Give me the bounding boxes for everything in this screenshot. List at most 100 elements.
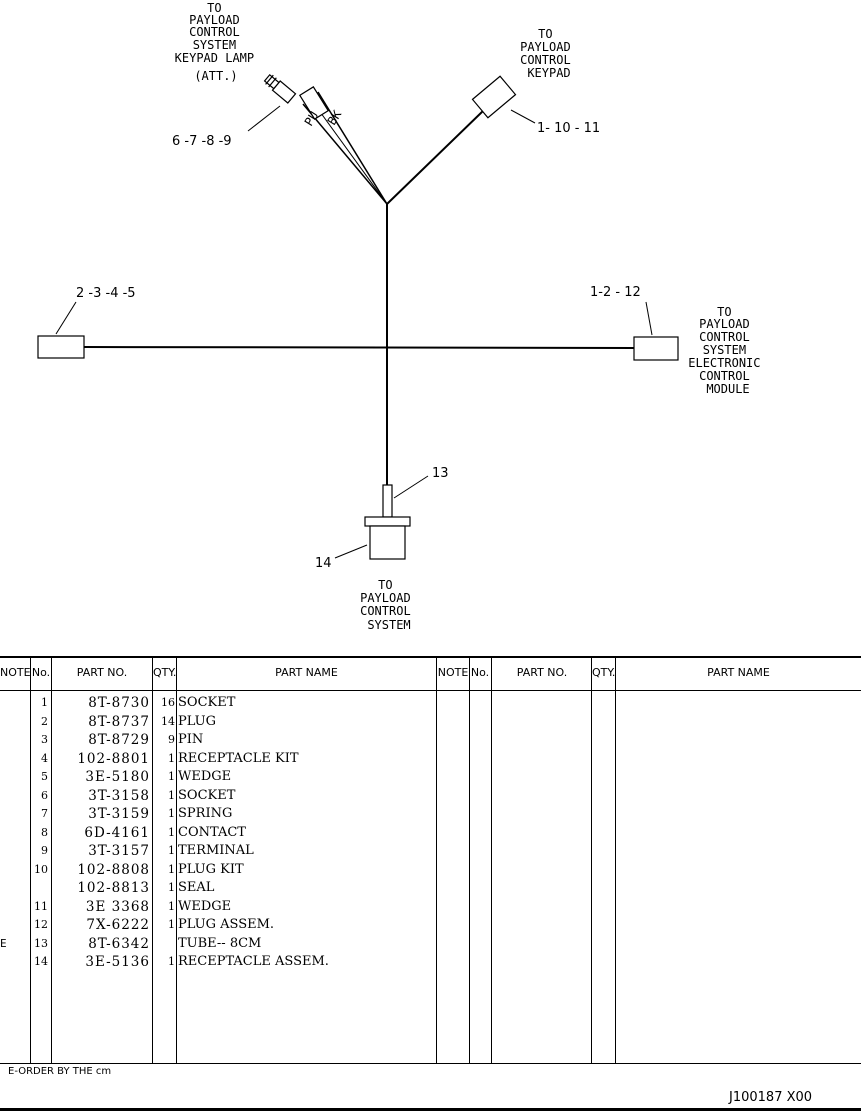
col-divider [30,658,31,1063]
part-name-cell: SPRING [178,806,233,821]
quantity-cell: 1 [168,899,175,913]
part-number-cell: 102-8801 [77,750,150,767]
part-name-cell: WEDGE [178,769,232,784]
part-number-cell: 3E 3368 [85,898,150,915]
callout-keypad-parts: 1- 10 - 11 [537,121,600,136]
col-divider [591,658,592,1063]
item-number-cell: 1 [41,696,48,709]
part-name-cell: SOCKET [178,695,236,710]
item-number-cell: 4 [41,751,48,765]
part-name-cell: SEAL [178,880,215,895]
callout-receptacle: 14 [315,556,332,571]
item-number-cell: 6 [41,788,48,802]
part-number-cell: 3E-5180 [85,769,150,785]
wiring-harness-diagram: PU BK 6 -7 -8 -9 1- 10 - 11 2 -3 -4 -5 1… [37,1,767,632]
callout-left-parts: 2 -3 -4 -5 [76,286,136,301]
item-number-cell: 9 [41,844,48,857]
header-part-no: PART NO. [76,666,128,679]
quantity-cell: 1 [168,844,175,857]
part-name-cell: PIN [178,732,204,747]
part-name-cell: PLUG KIT [178,861,244,877]
quantity-cell: 1 [168,955,175,968]
header-no-right: No. [470,666,490,679]
part-number-cell: 8T-8730 [88,695,150,711]
item-number-cell: 5 [41,770,48,783]
col-divider [176,658,177,1063]
label-keypad: TO PAYLOAD CONTROL KEYPAD [520,27,578,80]
quantity-cell: 1 [168,862,175,876]
keypad-lamp-connector [263,73,330,120]
callout-lamp-parts: 6 -7 -8 -9 [172,134,232,149]
part-number-cell: 3E-5136 [85,954,150,970]
part-name-cell: CONTACT [178,824,246,840]
part-number-cell: 8T-6342 [88,935,150,952]
ecm-connector [633,336,679,361]
header-part-no-right: PART NO. [516,666,568,679]
col-divider [615,658,616,1063]
col-divider [469,658,470,1063]
leader-lines [55,105,653,559]
part-name-cell: RECEPTACLE ASSEM. [178,954,329,969]
item-number-cell: 13 [34,936,48,950]
quantity-cell: 1 [168,751,175,765]
header-no: No. [31,666,51,679]
part-number-cell: 3T-3157 [88,843,150,859]
part-number-cell: 8T-8737 [88,713,150,730]
header-qty: QTY. [153,666,177,679]
part-number-cell: 6D-4161 [84,824,150,841]
tube-and-receptacle [364,484,411,560]
label-system: TO PAYLOAD CONTROL SYSTEM [360,578,418,632]
bottom-rule [0,1108,861,1111]
label-keypad-lamp: TO PAYLOAD CONTROL SYSTEM KEYPAD LAMP (A… [175,1,262,83]
quantity-cell: 1 [168,807,175,820]
tube [382,484,393,518]
left-connector [37,335,85,359]
quantity-cell: 1 [168,918,175,931]
item-number-cell: 14 [34,955,48,968]
item-number-cell: 2 [41,714,48,728]
wire-to-keypad [386,109,485,205]
header-qty-right: QTY. [592,666,616,679]
footnote: E-ORDER BY THE cm [8,1066,112,1077]
keypad-connector [471,75,517,119]
label-ecm: TO PAYLOAD CONTROL SYSTEM ELECTRONIC CON… [688,305,767,396]
item-number-cell: 8 [41,825,48,839]
part-name-cell: TUBE-- 8CM [178,935,262,951]
part-name-cell: PLUG ASSEM. [178,917,275,932]
header-part-name: PART NAME [275,666,338,679]
part-name-cell: TERMINAL [178,843,254,858]
part-number-cell: 3T-3158 [88,787,150,804]
wire-to-lamp-a [302,103,388,205]
part-name-cell: PLUG [178,713,217,729]
quantity-cell: 14 [161,714,175,728]
part-number-cell: 3T-3159 [88,806,150,822]
item-number-cell: 3 [41,733,48,746]
receptacle-flange [364,516,411,527]
header-note-right: NOTE [437,666,469,679]
parts-table: NOTE No. PART NO. QTY. PART NAME NOTE No… [0,656,861,1064]
col-divider [152,658,153,1063]
quantity-cell: 1 [168,825,175,839]
item-number-cell: 11 [34,899,48,913]
callout-ecm-parts: 1-2 - 12 [590,285,641,300]
harness-wires [83,91,635,485]
part-name-cell: RECEPTACLE KIT [178,750,299,766]
item-number-cell: 12 [34,918,48,931]
quantity-cell: 1 [168,770,175,783]
part-name-cell: SOCKET [178,787,236,803]
wire-color-pu: PU [302,109,322,129]
